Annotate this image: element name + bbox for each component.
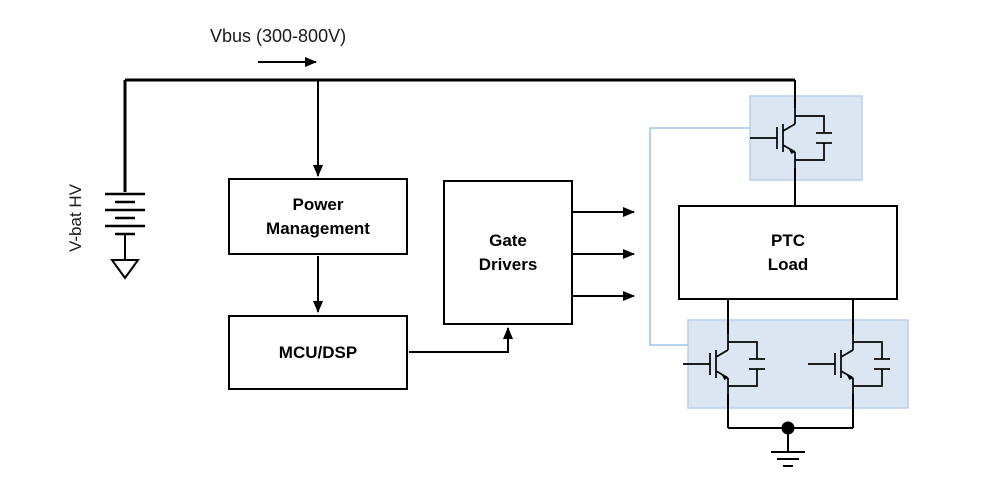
gate-drivers-label-line1: Gate [489,230,527,250]
battery-icon [105,192,145,260]
vbat-label-text: V-bat HV [65,183,85,253]
mcu-dsp-label: MCU/DSP [278,342,358,362]
ptc-load-block: PTC Load [678,205,898,300]
power-management-label-line2: Management [266,218,370,238]
earth-ground-icon [771,451,805,467]
gate-signal-bracket-line [649,127,750,346]
gate-drivers-block: Gate Drivers [443,180,573,325]
mcu-to-gate-drivers-arrow [409,327,513,353]
power-management-label-line1: Power [292,194,344,214]
mcu-dsp-block: MCU/DSP [228,315,408,390]
gate-driver-output-arrows [573,207,635,301]
power-management-block: Power Management [228,178,408,255]
gate-drivers-label-line2: Drivers [478,254,538,274]
vbat-label: V-bat HV [6,148,146,288]
vbus-label: Vbus (300-800V) [210,26,347,46]
ptc-load-label-line2: Load [767,254,809,274]
chassis-ground-icon [110,259,140,280]
wiring [105,57,854,467]
ptc-load-label-line1: PTC [771,230,805,250]
highlight-region-bottom-igbts [687,319,909,409]
